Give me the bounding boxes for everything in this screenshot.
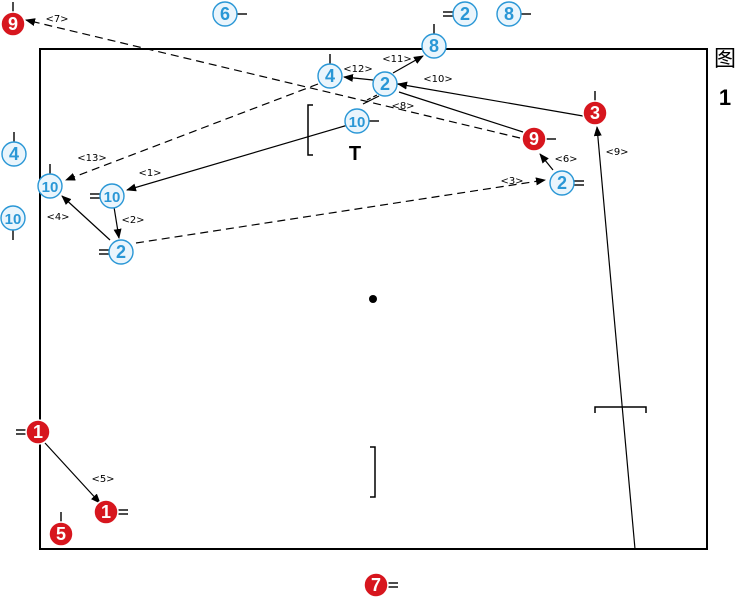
arrow-7 <box>25 18 521 139</box>
players-layer: 9 6 2 8 8 4 2 10 3 9 2 4 10 10 10 2 1 1 5 7 <box>0 1 608 598</box>
player-number: 10 <box>104 189 121 206</box>
player-number: 9 <box>8 14 18 34</box>
goal-marker-bottom <box>370 446 376 498</box>
arrow-label-4: <4> <box>46 212 69 223</box>
player-number: 9 <box>529 129 539 149</box>
player-token <box>421 33 447 59</box>
arrow-2 <box>113 206 122 239</box>
player-token <box>25 419 51 445</box>
player-number: 10 <box>349 114 366 131</box>
arrow-label-5: <5> <box>91 474 114 485</box>
player-number: 2 <box>460 4 470 24</box>
player-red-5: 5 <box>48 512 74 547</box>
player-blue-10: 10 <box>344 108 379 134</box>
player-blue-8: 8 <box>496 1 531 27</box>
field-boundary <box>39 48 708 550</box>
player-number: 8 <box>504 4 514 24</box>
arrow-4 <box>61 195 111 241</box>
player-blue-4: 4 <box>317 54 343 89</box>
arrow-label-6: <6> <box>554 154 577 165</box>
figure-label-number: 1 <box>718 85 732 110</box>
player-token <box>372 71 398 97</box>
arrow-label-2: <2> <box>121 215 144 226</box>
arrow-9 <box>593 126 636 550</box>
player-red-9: 9 <box>0 2 26 37</box>
player-blue-2: 2 <box>372 71 407 97</box>
player-token <box>317 63 343 89</box>
player-token <box>108 239 134 265</box>
arrow-label-12: <12> <box>343 64 372 75</box>
player-red-3: 3 <box>582 91 608 126</box>
arrow-label-13: <13> <box>77 153 106 164</box>
arrow-5 <box>44 442 101 504</box>
player-blue-2: 2 <box>549 170 584 196</box>
arrow-label-9: <9> <box>605 147 628 158</box>
player-token <box>37 173 63 199</box>
arrow-label-10: <10> <box>423 74 452 85</box>
player-red-1: 1 <box>16 419 51 445</box>
player-token <box>0 205 26 231</box>
arrow-10b <box>398 91 524 133</box>
player-token <box>212 1 238 27</box>
arrow-10 <box>397 81 584 117</box>
player-number: 6 <box>220 4 230 24</box>
player-blue-10: 10 <box>90 183 125 209</box>
player-token <box>1 141 27 167</box>
player-blue-10: 10 <box>37 164 63 199</box>
player-number: 3 <box>590 103 600 123</box>
player-token <box>549 170 575 196</box>
arrow-label-8: <8> <box>391 101 414 112</box>
player-number: 7 <box>371 575 381 595</box>
arrow-6 <box>539 153 554 171</box>
arrow-11 <box>392 55 424 74</box>
arrow-label-1: <1> <box>138 168 161 179</box>
player-number: 4 <box>325 66 335 86</box>
arrow-label-11: <11> <box>382 54 411 65</box>
player-number: 4 <box>9 144 19 164</box>
player-red-9: 9 <box>521 126 556 152</box>
player-number: 8 <box>429 36 439 56</box>
player-token <box>363 572 389 598</box>
player-number: 5 <box>56 524 66 544</box>
arrow-3 <box>135 177 546 244</box>
player-red-1: 1 <box>93 499 128 525</box>
player-blue-10: 10 <box>0 205 26 240</box>
center-spot <box>369 295 377 303</box>
goal-marker-right <box>594 406 647 413</box>
player-number: 1 <box>101 502 111 522</box>
arrow-13 <box>65 83 319 181</box>
player-number: 1 <box>33 422 43 442</box>
player-number: 2 <box>380 74 390 94</box>
player-blue-2: 2 <box>443 1 478 27</box>
player-number: 2 <box>116 242 126 262</box>
player-blue-4: 4 <box>1 132 27 167</box>
player-token <box>99 183 125 209</box>
figure-label-char: 图 <box>713 47 736 72</box>
player-token <box>496 1 522 27</box>
arrow-8-link <box>362 95 380 105</box>
player-blue-6: 6 <box>212 1 247 27</box>
arrow-label-7: <7> <box>45 14 68 25</box>
t-marker: T <box>349 143 361 165</box>
arrow-label-3: <3> <box>500 176 523 187</box>
player-red-7: 7 <box>363 572 398 598</box>
player-token <box>521 126 547 152</box>
arrows-layer: <1> <2> <3> <4> <5> <6> <7> <8> <9> <10>… <box>25 14 636 550</box>
player-number: 2 <box>557 173 567 193</box>
player-token <box>582 100 608 126</box>
player-token <box>452 1 478 27</box>
arrow-1 <box>126 124 349 192</box>
player-blue-8: 8 <box>421 24 447 59</box>
player-token <box>0 11 26 37</box>
player-blue-2: 2 <box>99 239 134 265</box>
player-token <box>93 499 119 525</box>
player-number: 10 <box>42 179 59 196</box>
player-number: 10 <box>5 211 22 228</box>
player-token <box>344 108 370 134</box>
player-token <box>48 521 74 547</box>
goal-marker-top <box>307 104 313 156</box>
arrow-12 <box>343 73 374 82</box>
